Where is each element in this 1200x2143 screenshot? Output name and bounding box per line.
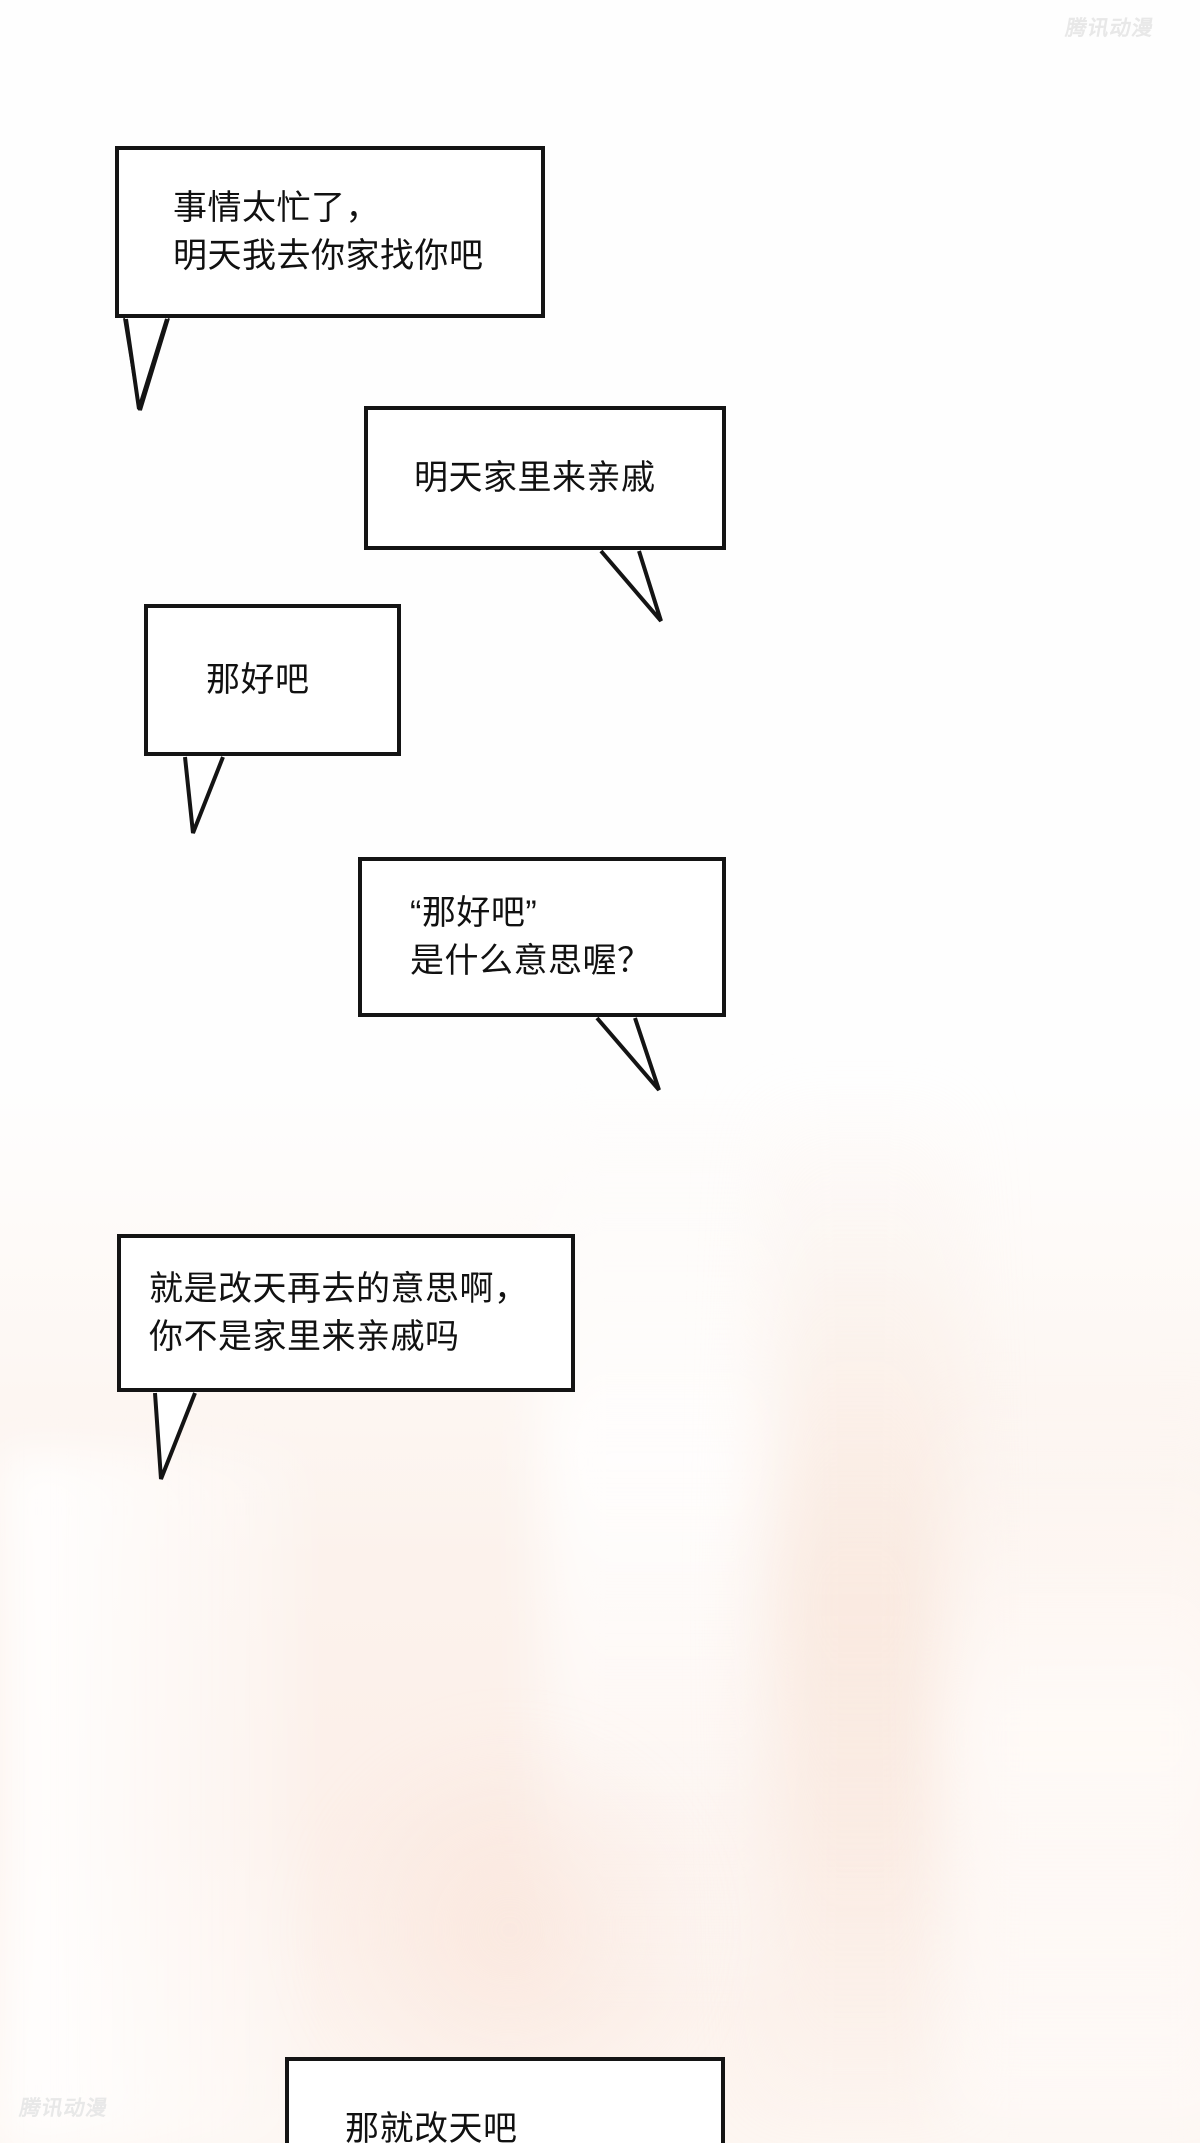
speech-bubble-5-text: 就是改天再去的意思啊， 你不是家里来亲戚吗	[149, 1269, 529, 1356]
speech-bubble-3-text: 那好吧	[206, 660, 310, 699]
watermark-top-right: 腾讯动漫	[1063, 17, 1156, 40]
watermark-bottom-left: 腾讯动漫	[17, 2097, 110, 2120]
speech-bubble-2: 明天家里来亲戚	[364, 406, 726, 550]
speech-bubble-3: 那好吧	[144, 604, 401, 756]
speech-bubble-6: 那就改天吧	[285, 2057, 725, 2143]
speech-bubble-1-text: 事情太忙了， 明天我去你家找你吧	[173, 188, 484, 275]
speech-bubble-2-text: 明天家里来亲戚	[414, 458, 656, 497]
speech-bubble-2-tail	[599, 549, 663, 623]
speech-bubble-4-tail	[595, 1016, 661, 1092]
speech-bubble-1-tail	[123, 317, 170, 411]
speech-bubble-4-text: “那好吧” 是什么意思喔？	[410, 893, 652, 980]
speech-bubble-6-text: 那就改天吧	[345, 2110, 518, 2143]
speech-bubble-5: 就是改天再去的意思啊， 你不是家里来亲戚吗	[117, 1234, 575, 1392]
speech-bubble-5-tail	[153, 1392, 197, 1480]
speech-bubble-4: “那好吧” 是什么意思喔？	[358, 857, 726, 1017]
speech-bubble-1: 事情太忙了， 明天我去你家找你吧	[115, 146, 545, 318]
speech-bubble-3-tail	[183, 756, 225, 834]
